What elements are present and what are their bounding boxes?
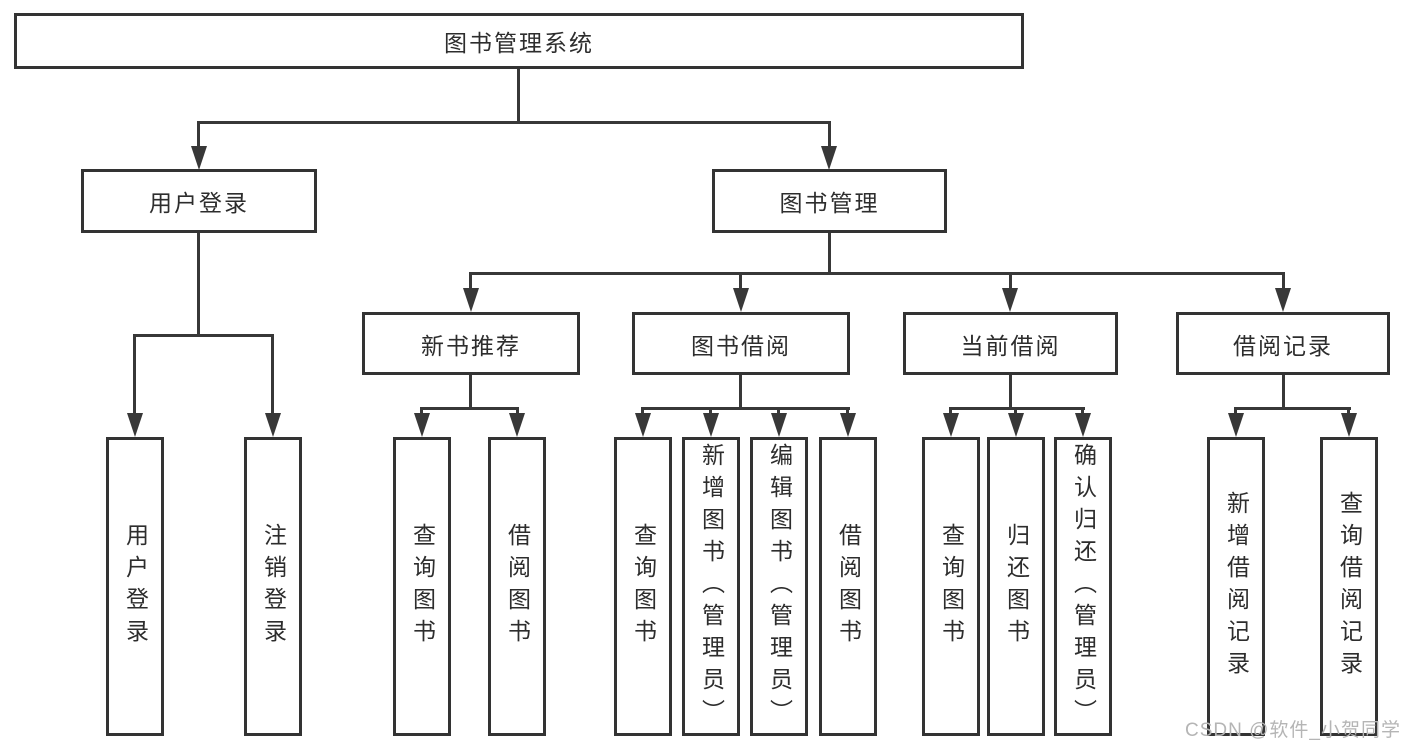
connector-line (641, 407, 644, 417)
node-user-login-label: 用户登录 (149, 190, 249, 216)
leaf-label: 注销登录 (260, 522, 287, 651)
connector-line (517, 69, 520, 124)
arrowhead-down-icon (191, 146, 207, 170)
arrowhead-down-icon (635, 413, 651, 437)
leaf-label: 查询图书 (409, 522, 436, 651)
leaf-borrow-book-2: 借阅图书 (819, 437, 877, 736)
arrowhead-down-icon (943, 413, 959, 437)
arrowhead-down-icon (127, 413, 143, 437)
connector-line (739, 272, 742, 293)
leaf-label: 新增借阅记录 (1223, 490, 1250, 683)
leaf-borrow-book-1: 借阅图书 (488, 437, 546, 736)
arrowhead-down-icon (509, 413, 525, 437)
leaf-label: 确认归还（管理员） (1070, 442, 1097, 731)
connector-line (846, 407, 849, 417)
connector-line (133, 334, 136, 417)
node-new-book-recommend-label: 新书推荐 (421, 332, 521, 359)
connector-line (1009, 375, 1012, 410)
connector-line (828, 121, 831, 150)
node-root-label: 图书管理系统 (444, 30, 594, 56)
connector-line (271, 334, 274, 417)
leaf-label: 借阅图书 (835, 522, 862, 651)
connector-line (1014, 407, 1017, 417)
connector-line (1347, 407, 1350, 417)
node-borrow-record-label: 借阅记录 (1233, 332, 1333, 359)
arrowhead-down-icon (1008, 413, 1024, 437)
connector-line (949, 407, 1085, 410)
leaf-label: 查询图书 (938, 522, 965, 651)
node-user-login: 用户登录 (81, 169, 317, 233)
arrowhead-down-icon (1228, 413, 1244, 437)
connector-line (777, 407, 780, 417)
arrowhead-down-icon (821, 146, 837, 170)
leaf-query-book-3: 查询图书 (922, 437, 980, 736)
connector-line (641, 407, 850, 410)
connector-line (197, 121, 200, 150)
leaf-user-login: 用户登录 (106, 437, 164, 736)
leaf-add-book-admin: 新增图书（管理员） (682, 437, 740, 736)
node-book-borrow: 图书借阅 (632, 312, 850, 375)
leaf-label: 借阅图书 (504, 522, 531, 651)
arrowhead-down-icon (771, 413, 787, 437)
node-root: 图书管理系统 (14, 13, 1024, 69)
connector-line (469, 375, 472, 410)
connector-line (197, 233, 200, 337)
node-borrow-record: 借阅记录 (1176, 312, 1390, 375)
arrowhead-down-icon (414, 413, 430, 437)
connector-line (469, 272, 472, 293)
connector-line (1009, 272, 1012, 293)
connector-line (1234, 407, 1351, 410)
leaf-logout: 注销登录 (244, 437, 302, 736)
connector-line (1282, 375, 1285, 410)
leaf-label: 查询图书 (630, 522, 657, 651)
leaf-label: 编辑图书（管理员） (766, 442, 793, 731)
arrowhead-down-icon (1275, 288, 1291, 312)
connector-line (516, 407, 519, 417)
node-current-borrow: 当前借阅 (903, 312, 1118, 375)
node-new-book-recommend: 新书推荐 (362, 312, 580, 375)
arrowhead-down-icon (463, 288, 479, 312)
connector-line (133, 334, 274, 337)
connector-line (739, 375, 742, 410)
arrowhead-down-icon (703, 413, 719, 437)
node-current-borrow-label: 当前借阅 (960, 332, 1061, 359)
connector-line (420, 407, 519, 410)
connector-line (1282, 272, 1285, 293)
leaf-edit-book-admin: 编辑图书（管理员） (750, 437, 808, 736)
arrowhead-down-icon (265, 413, 281, 437)
connector-line (197, 121, 831, 124)
leaf-query-book-1: 查询图书 (393, 437, 451, 736)
connector-line (709, 407, 712, 417)
connector-line (949, 407, 952, 417)
arrowhead-down-icon (840, 413, 856, 437)
node-book-borrow-label: 图书借阅 (691, 332, 791, 359)
connector-line (420, 407, 423, 417)
leaf-return-book: 归还图书 (987, 437, 1045, 736)
node-book-management-label: 图书管理 (779, 190, 880, 216)
leaf-add-borrow-record: 新增借阅记录 (1207, 437, 1265, 736)
leaf-query-book-2: 查询图书 (614, 437, 672, 736)
arrowhead-down-icon (1075, 413, 1091, 437)
csdn-watermark: CSDN @软件_小贺同学 (1185, 720, 1401, 741)
leaf-label: 查询借阅记录 (1336, 490, 1363, 683)
leaf-confirm-return-admin: 确认归还（管理员） (1054, 437, 1112, 736)
connector-line (1234, 407, 1237, 417)
arrowhead-down-icon (733, 288, 749, 312)
connector-line (1081, 407, 1084, 417)
node-book-management: 图书管理 (712, 169, 947, 233)
leaf-label: 用户登录 (122, 522, 149, 651)
leaf-label: 新增图书（管理员） (698, 442, 725, 731)
connector-line (469, 272, 1285, 275)
leaf-query-borrow-record: 查询借阅记录 (1320, 437, 1378, 736)
arrowhead-down-icon (1002, 288, 1018, 312)
arrowhead-down-icon (1341, 413, 1357, 437)
leaf-label: 归还图书 (1003, 522, 1030, 651)
connector-line (828, 233, 831, 275)
